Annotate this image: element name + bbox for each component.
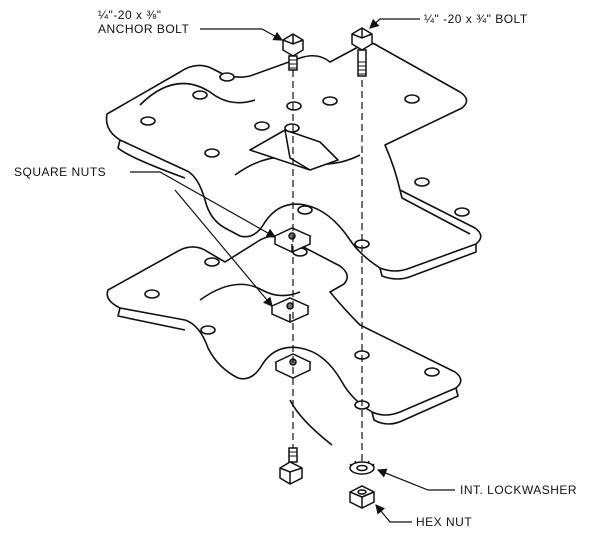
anchor-bolt [282, 33, 304, 71]
assembly-centerlines [292, 70, 363, 470]
bolt-label: ¼" -20 x ¾" BOLT [424, 12, 528, 26]
hex-nut [349, 485, 375, 509]
leader-square-nut-1 [130, 171, 277, 238]
hex-nut-label: HEX NUT [416, 515, 473, 529]
square-nut-lower [274, 353, 312, 379]
leader-anchor-bolt [200, 28, 284, 41]
leader-bolt [369, 18, 420, 29]
bottom-bolt [279, 447, 303, 485]
lockwasher-label: INT. LOCKWASHER [460, 483, 578, 497]
square-nuts-label: SQUARE NUTS [14, 165, 107, 179]
top-bolt [351, 27, 373, 77]
leader-lines [130, 18, 455, 523]
anchor-bolt-label-line1: ¼"-20 x ⅜" [98, 8, 162, 22]
leader-square-nut-2 [174, 189, 273, 307]
square-nut-middle [270, 297, 310, 323]
anchor-bolt-label-line2: ANCHOR BOLT [98, 22, 190, 36]
leader-lockwasher [376, 468, 455, 491]
upper-clamp-plate [105, 42, 482, 280]
leader-hex-nut [375, 504, 412, 523]
lockwasher [349, 460, 375, 475]
